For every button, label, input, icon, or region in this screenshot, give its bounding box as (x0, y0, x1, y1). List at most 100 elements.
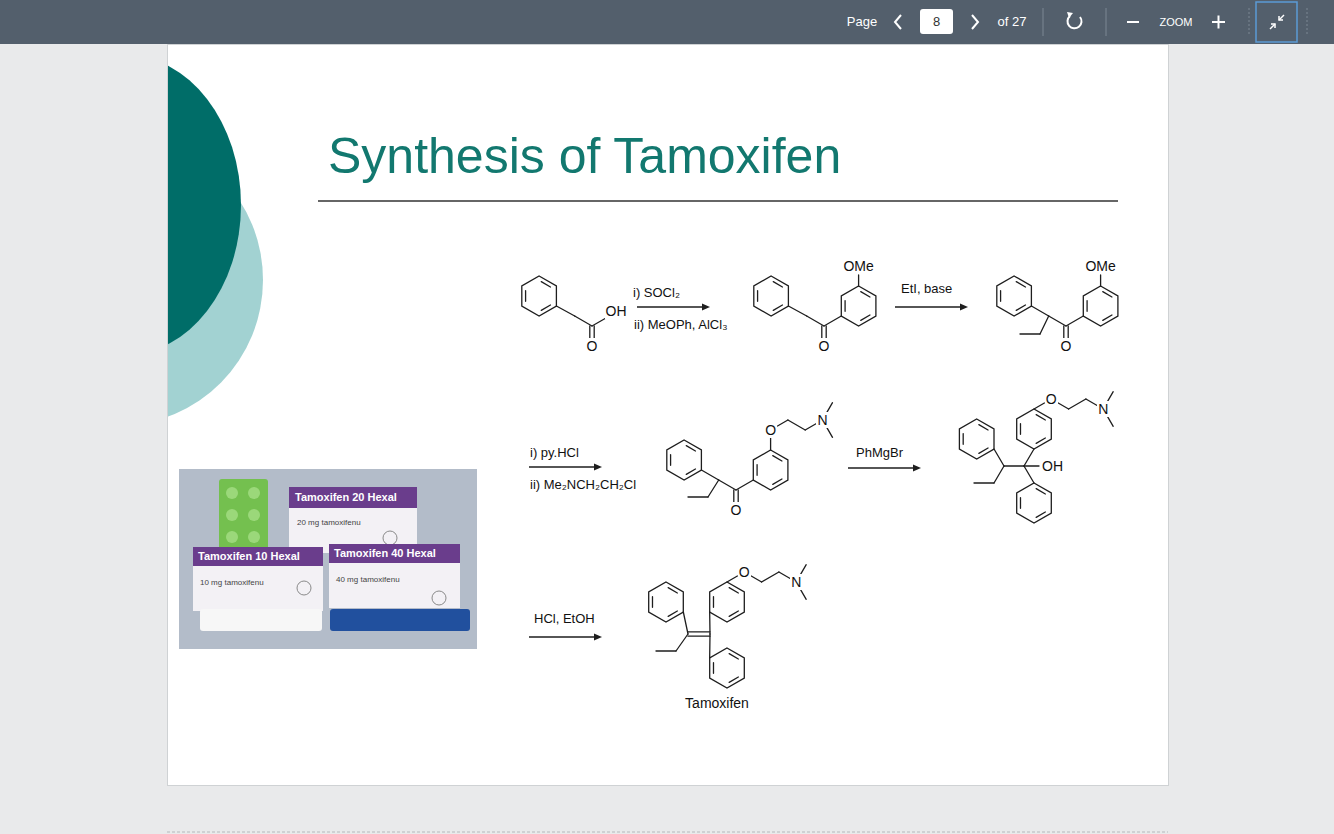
rotate-icon-head (1067, 12, 1073, 18)
package-text: 40 mg tamoxifenu (335, 575, 401, 584)
atom-label: N (790, 574, 802, 590)
double-bond (594, 326, 595, 338)
ring-double-bond (979, 425, 988, 430)
separator (1043, 8, 1044, 36)
arrow-head (594, 464, 602, 471)
ring-double-bond (541, 282, 550, 287)
bond-line (778, 420, 788, 426)
ring-double-bond (652, 597, 653, 608)
reagent-label: i) py.HCl (529, 446, 580, 461)
bond-line (1100, 275, 1101, 286)
ring-double-bond (773, 479, 782, 484)
ring-double-bond (713, 663, 714, 674)
ring-double-bond (756, 465, 757, 476)
bond-line (1024, 449, 1034, 466)
separator (1106, 8, 1107, 36)
ring-double-bond (1086, 301, 1087, 312)
atom-label: O (1060, 338, 1073, 354)
ring-double-bond (729, 654, 738, 659)
benzene-ring (1017, 409, 1052, 449)
package-logo (383, 531, 397, 545)
reaction-arrow (637, 306, 704, 307)
atom-label: O (730, 502, 743, 518)
zoom-out-icon (1127, 21, 1139, 23)
ring-double-bond (773, 456, 782, 461)
ring-double-bond (1016, 282, 1025, 287)
bond-line (779, 572, 790, 578)
benzene-ring (1017, 483, 1052, 523)
double-bond (688, 631, 710, 632)
atom-label: O (818, 338, 831, 354)
ring-double-bond (1103, 315, 1112, 320)
ring-double-bond (1016, 305, 1025, 310)
bond-line (656, 650, 676, 651)
collapse-icon (1271, 24, 1275, 28)
ring-double-bond (729, 611, 738, 616)
benzene-ring (997, 276, 1032, 316)
arrow-head (913, 465, 921, 472)
double-bond (733, 490, 734, 502)
double-bond (1068, 326, 1069, 338)
arrow-head (960, 304, 968, 311)
reagent-label: PhMgBr (855, 446, 904, 461)
bond-line (1034, 403, 1044, 409)
bond-line (788, 306, 806, 316)
atom-label: OMe (1084, 258, 1116, 274)
reaction-arrow (529, 466, 596, 467)
toolbar-text: of 27 (997, 15, 1028, 30)
toolbar-text: Page (846, 15, 878, 30)
pill (248, 509, 260, 521)
pill (226, 509, 238, 521)
benzene-ring (754, 276, 789, 316)
green-blister (219, 479, 268, 551)
ring-double-bond (844, 301, 845, 312)
package-box (193, 547, 323, 611)
bond-line (1058, 403, 1068, 409)
ring-double-bond (713, 597, 714, 608)
double-bond (1063, 326, 1064, 338)
ring-double-bond (963, 434, 964, 445)
package-text: 10 mg tamoxifenu (199, 578, 265, 587)
ring-double-bond (668, 588, 677, 593)
bond-line (1020, 333, 1040, 334)
ring-double-bond (686, 469, 695, 474)
decor-shapes (168, 55, 263, 425)
package-band (329, 544, 460, 563)
atom-label: O (738, 564, 751, 580)
bond-line (994, 449, 1004, 466)
benzene-ring (649, 582, 684, 622)
bond-line (751, 576, 761, 582)
bond-line (736, 480, 753, 490)
reaction-arrow (848, 467, 915, 468)
toolbar-text: ZOOM (1159, 16, 1194, 29)
pill (248, 487, 260, 499)
next-icon (972, 15, 978, 29)
bond-line (788, 420, 805, 430)
ring-double-bond (773, 282, 782, 287)
package-text: Tamoxifen 20 Hexal (294, 491, 398, 504)
benzene-ring (710, 582, 745, 622)
bond-line (708, 480, 719, 497)
bond-line (1024, 465, 1039, 466)
double-bond (821, 326, 822, 338)
bond-line (683, 612, 688, 634)
zoom-in-icon (1218, 16, 1220, 29)
ring-double-bond (861, 315, 870, 320)
ring-double-bond (670, 455, 671, 466)
ring-double-bond (1020, 424, 1021, 435)
bond-line (807, 316, 824, 326)
ring-double-bond (1036, 438, 1045, 443)
ring-double-bond (773, 305, 782, 310)
benzene-ring (753, 450, 788, 490)
atom-label: N (1097, 401, 1109, 417)
ring-double-bond (861, 292, 870, 297)
reaction-arrow (529, 636, 596, 637)
white-tablets (200, 609, 322, 631)
bond-line (1040, 316, 1049, 334)
reagent-label: HCl, EtOH (533, 612, 596, 627)
atom-label: OMe (842, 258, 874, 274)
package-band (289, 487, 417, 508)
bond-line (762, 572, 779, 582)
collapse-icon (1279, 15, 1284, 20)
bond-line (805, 424, 816, 430)
